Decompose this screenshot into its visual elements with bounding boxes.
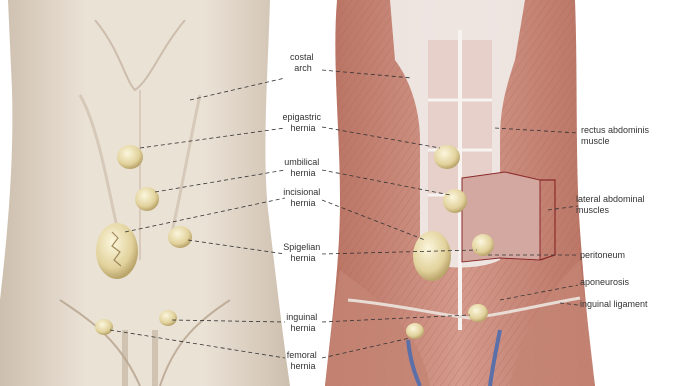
label-costal-arch: costal arch <box>290 52 316 73</box>
label-aponeurosis: aponeurosis <box>580 277 630 287</box>
inguinal-hernia-bulge-skin <box>159 310 177 326</box>
label-femoral-hernia: femoral hernia <box>287 350 320 371</box>
rectus-left-belly <box>428 40 458 250</box>
spigelian-hernia-bulge-skin <box>168 226 192 248</box>
spigelian-hernia-sac <box>472 234 494 256</box>
label-umbilical-hernia: umbilical hernia <box>284 157 322 178</box>
label-rectus-abdominis-muscle: rectus abdominis muscle <box>581 125 652 146</box>
umbilical-hernia-sac <box>443 189 467 213</box>
label-inguinal-ligament: inguinal ligament <box>580 299 648 309</box>
epigastric-hernia-bulge-skin <box>117 145 143 169</box>
umbilical-hernia-bulge-skin <box>135 187 159 211</box>
label-peritoneum: peritoneum <box>580 250 625 260</box>
femoral-hernia-sac <box>406 323 424 339</box>
label-epigastric-hernia: epigastric hernia <box>282 112 323 133</box>
incisional-hernia-sac <box>413 231 451 281</box>
femoral-hernia-bulge-skin <box>95 319 113 335</box>
incisional-hernia-bulge-skin <box>96 223 138 279</box>
epigastric-hernia-sac <box>434 145 460 169</box>
inguinal-hernia-sac <box>468 304 488 322</box>
label-incisional-hernia: incisional hernia <box>283 187 323 208</box>
label-inguinal-hernia: inguinal hernia <box>286 312 320 333</box>
label-spigelian-hernia: Spigelian hernia <box>283 242 323 263</box>
label-lateral-abdominal-muscles: lateral abdominal muscles <box>576 194 647 215</box>
